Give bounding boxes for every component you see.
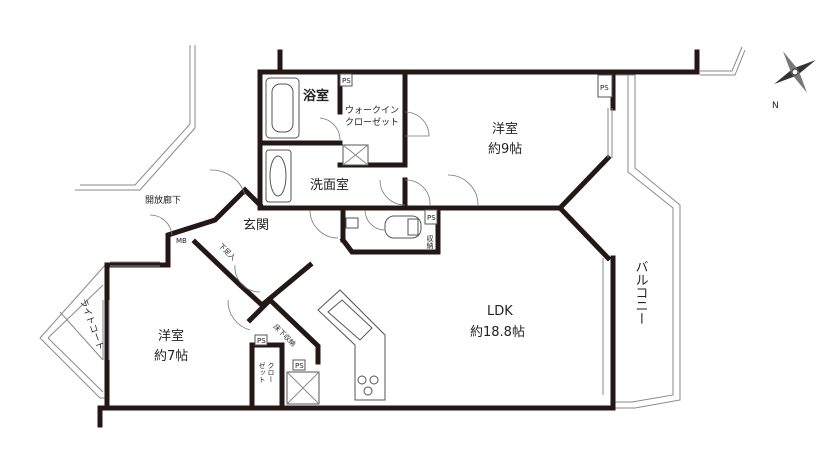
compass-north-label: N [772, 101, 779, 111]
ldk-size: 約18.8帖 [470, 325, 525, 340]
storage-label: 収納 [426, 235, 434, 250]
ps-label-2: PS [600, 84, 609, 92]
fixtures [265, 77, 422, 405]
western-room-1-name: 洋室 [492, 121, 518, 137]
bath-label: 浴室 [303, 88, 329, 104]
doors [149, 111, 479, 331]
open-corridor-label: 開放廊下 [145, 194, 181, 206]
ps-label-5: PS [295, 362, 304, 370]
ps-label-4: PS [257, 337, 266, 345]
western-room-2-size: 約7帖 [154, 349, 188, 364]
western-room-1-size: 約9帖 [488, 142, 522, 157]
walls [97, 49, 700, 428]
balcony [610, 74, 681, 409]
ps-label-3: PS [427, 214, 436, 222]
light-court-label: ライトコート [77, 297, 106, 352]
site-outline [75, 45, 746, 191]
entrance-label: 玄関 [243, 218, 269, 233]
ps-boxes [254, 73, 613, 371]
ps-label-1: PS [342, 77, 351, 85]
ldk-name: LDK [487, 304, 513, 319]
closet-label-1: クロー [267, 362, 275, 383]
balcony-label: バルコニー [633, 260, 649, 325]
windows [102, 108, 613, 395]
western-room-2-name: 洋室 [158, 328, 184, 344]
closet-label-2: ゼット [258, 361, 266, 383]
wic-label-1: ウォークイン [345, 105, 399, 116]
shoe-box-label: 下足入 [217, 242, 238, 263]
compass-icon [774, 51, 816, 93]
washroom-label: 洗面室 [310, 177, 349, 193]
wic-label-2: クローゼット [345, 116, 399, 128]
mb-label: MB [176, 237, 187, 245]
